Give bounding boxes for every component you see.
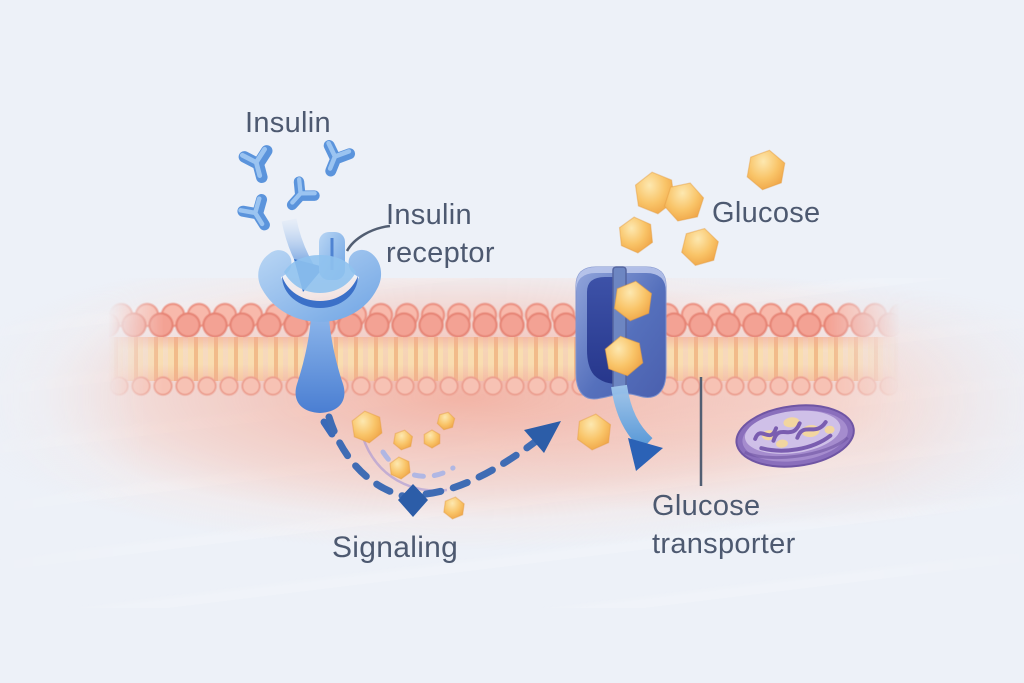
glucose-molecule bbox=[681, 227, 719, 267]
glucose-molecule bbox=[663, 182, 705, 222]
signaling-pathway-arrow bbox=[325, 413, 561, 517]
insulin-molecule bbox=[238, 145, 273, 183]
lipid-tails bbox=[108, 337, 908, 381]
glucose-molecule bbox=[604, 335, 644, 377]
insulin-receptor-label: Insulin receptor bbox=[386, 199, 495, 270]
receptor-leader-line bbox=[345, 224, 391, 252]
glucose-molecule bbox=[613, 280, 653, 322]
cell-membrane bbox=[108, 301, 908, 399]
glucose-molecule bbox=[436, 411, 456, 431]
glucose-molecule bbox=[634, 171, 676, 215]
insulin-molecule bbox=[323, 140, 356, 177]
insulin-molecule bbox=[237, 194, 270, 231]
insulin-molecule bbox=[286, 176, 320, 211]
insulin-receptor bbox=[258, 232, 382, 413]
receptor-stem bbox=[295, 318, 345, 413]
glucose-molecule bbox=[389, 456, 411, 480]
signaling-label: Signaling bbox=[332, 531, 459, 564]
glucose-exit-arrow bbox=[611, 384, 653, 450]
glucose-molecule bbox=[351, 410, 383, 444]
insulin-label: Insulin bbox=[245, 107, 331, 139]
glucose-transporter-label: Glucose transporter bbox=[652, 490, 796, 561]
lipid-heads-top-front bbox=[108, 311, 908, 341]
signaling-diamond bbox=[398, 484, 428, 517]
signal-dash bbox=[320, 418, 336, 438]
mitochondrion bbox=[735, 404, 855, 468]
cristae bbox=[753, 420, 833, 453]
glucose-molecule bbox=[576, 413, 612, 451]
lipid-heads-bottom bbox=[108, 375, 908, 399]
glucose-molecule bbox=[423, 429, 441, 449]
glucose-label: Glucose bbox=[712, 197, 821, 229]
molecule-layer bbox=[237, 140, 786, 520]
glucose-molecule bbox=[443, 496, 465, 520]
glucose-molecule bbox=[746, 149, 786, 191]
glucose-molecule bbox=[618, 216, 654, 254]
glucose-molecule bbox=[392, 429, 414, 451]
